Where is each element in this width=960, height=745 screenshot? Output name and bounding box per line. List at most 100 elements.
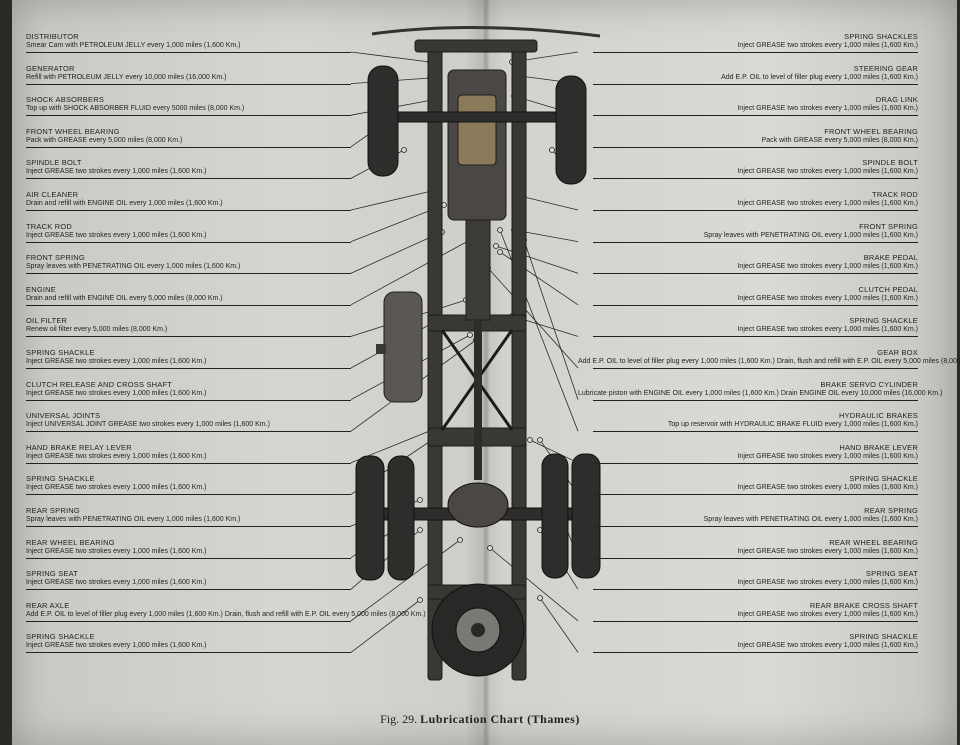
- label-title: CLUTCH PEDAL: [858, 284, 918, 294]
- label-underline: [26, 304, 351, 306]
- left-lube-point-11: [467, 332, 473, 338]
- label-description: Spray leaves with PENETRATING OIL every …: [26, 516, 241, 523]
- label-underline: [26, 273, 351, 275]
- label-title: FRONT SPRING: [859, 221, 918, 231]
- label-underline: [593, 146, 918, 148]
- spare-wheel: [431, 583, 525, 677]
- label-title: BRAKE SERVO CYLINDER: [820, 379, 918, 389]
- label-description: Top up reservoir with HYDRAULIC BRAKE FL…: [667, 421, 918, 429]
- label-title: REAR SPRING: [864, 506, 918, 515]
- label-description: Pack with GREASE every 5,000 miles (8,00…: [761, 136, 918, 144]
- label-description: Inject GREASE two strokes every 1,000 mi…: [737, 294, 918, 302]
- label-description: Inject GREASE two strokes every 1,000 mi…: [737, 326, 918, 334]
- label-description: Spray leaves with PENETRATING OIL every …: [703, 516, 918, 523]
- label-underline: [593, 336, 918, 338]
- label-title: SPRING SHACKLES: [844, 32, 918, 41]
- label-title: FRONT WHEEL BEARING: [824, 126, 918, 136]
- right-lube-point-13: [527, 437, 533, 443]
- label-title: REAR WHEEL BEARING: [829, 537, 918, 547]
- label-title: REAR WHEEL BEARING: [26, 537, 115, 547]
- label-title: SPRING SEAT: [26, 569, 79, 579]
- label-underline: [593, 652, 918, 654]
- label-underline: [593, 273, 918, 275]
- right-leader-line-5: [519, 195, 579, 211]
- label-description: Inject GREASE two strokes every 1,000 mi…: [26, 547, 207, 555]
- label-underline: [26, 210, 351, 211]
- left-lube-point-17: [417, 527, 423, 533]
- label-title: TRACK ROD: [872, 190, 918, 199]
- label-title: SPRING SHACKLE: [849, 474, 918, 484]
- left-leader-line-5: [350, 189, 437, 211]
- left-leader-line-8: [350, 239, 471, 306]
- right-lube-point-14: [537, 437, 543, 443]
- label-description: Inject GREASE two strokes every 1,000 mi…: [737, 263, 918, 271]
- label-description: Inject GREASE two strokes every 1,000 mi…: [737, 168, 918, 176]
- label-underline: [593, 589, 918, 591]
- label-description: Inject GREASE two strokes every 1,000 mi…: [26, 358, 207, 365]
- label-description: Drain and refill with ENGINE OIL every 5…: [26, 294, 223, 302]
- figure-title: Lubrication Chart (Thames): [420, 712, 580, 726]
- label-underline: [593, 304, 918, 306]
- label-underline: [593, 83, 918, 85]
- label-description: Inject GREASE two strokes every 1,000 mi…: [26, 642, 207, 650]
- front-left-wheel: [367, 65, 399, 177]
- rear-left-outer-wheel: [355, 455, 385, 581]
- right-leader-line-7: [495, 245, 579, 274]
- label-description: Refill with PETROLEUM JELLY every 10,000…: [26, 73, 227, 81]
- engine-block: [447, 69, 507, 321]
- front-axle: [367, 65, 587, 185]
- right-lube-point-19: [537, 595, 543, 601]
- label-description: Spray leaves with PENETRATING OIL every …: [26, 263, 241, 271]
- label-title: DISTRIBUTOR: [26, 32, 79, 41]
- label-title: GENERATOR: [26, 63, 75, 73]
- figure-number: Fig. 29.: [380, 712, 418, 726]
- label-title: FRONT SPRING: [26, 253, 85, 263]
- figure-caption: Fig. 29. Lubrication Chart (Thames): [0, 712, 960, 727]
- label-title: SPINDLE BOLT: [26, 158, 82, 168]
- label-title: GEAR BOX: [877, 348, 918, 357]
- label-title: SPRING SHACKLE: [26, 632, 95, 642]
- label-description: Renew oil filter every 5,000 miles (8,00…: [26, 326, 168, 334]
- label-underline: [26, 494, 351, 496]
- label-title: AIR CLEANER: [26, 190, 79, 199]
- label-title: REAR SPRING: [26, 506, 80, 515]
- label-underline: [26, 52, 351, 53]
- label-title: FRONT WHEEL BEARING: [26, 126, 120, 136]
- label-underline: [26, 462, 351, 464]
- label-underline: [593, 210, 918, 211]
- label-underline: [593, 557, 918, 559]
- right-lube-point-12: [497, 227, 503, 233]
- label-title: HAND BRAKE RELAY LEVER: [26, 442, 132, 452]
- left-leader-line-19: [350, 599, 421, 653]
- label-description: Add E.P. OIL to level of filler plug eve…: [721, 73, 918, 81]
- label-title: HAND BRAKE LEVER: [839, 442, 918, 452]
- label-description: Inject GREASE two strokes every 1,000 mi…: [737, 610, 918, 618]
- rear-left-inner-wheel: [387, 455, 415, 581]
- left-lube-point-15: [417, 497, 423, 503]
- label-underline: [593, 494, 918, 496]
- label-description: Inject GREASE two strokes every 1,000 mi…: [737, 452, 918, 460]
